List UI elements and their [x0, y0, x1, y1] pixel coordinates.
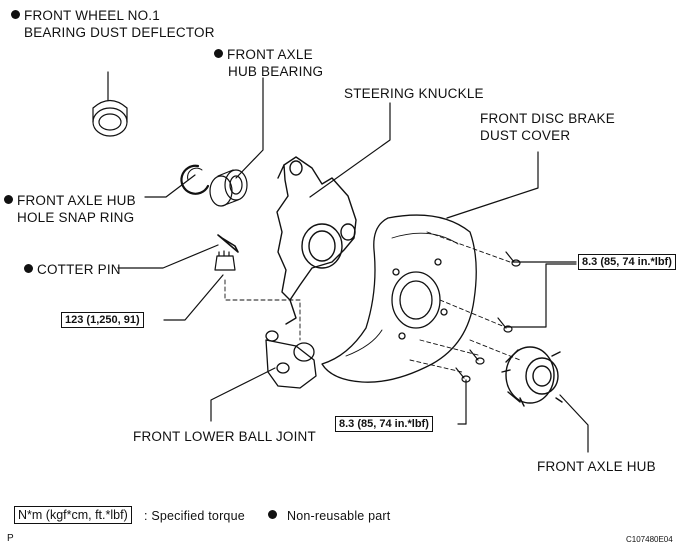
- dust-cover-label-line2: DUST COVER: [480, 128, 571, 143]
- hub-bearing-part: [209, 169, 248, 207]
- deflector-label: FRONT WHEEL NO.1: [11, 7, 160, 25]
- non-reusable-dot-icon: [214, 49, 223, 58]
- snap-ring-label-line1: FRONT AXLE HUB: [17, 193, 136, 208]
- page-mark: P: [7, 533, 14, 544]
- legend-non-reusable: Non-reusable part: [268, 507, 390, 525]
- bolts: [455, 251, 521, 383]
- deflector-label-line2: BEARING DUST DEFLECTOR: [24, 25, 215, 40]
- snap-ring-label-line2: HOLE SNAP RING: [17, 210, 135, 225]
- bearing-label: FRONT AXLE: [214, 46, 313, 64]
- dust-cover-label-line1: FRONT DISC BRAKE: [480, 111, 615, 126]
- non-reusable-dot-icon: [4, 195, 13, 204]
- non-reusable-dot-icon: [268, 510, 277, 519]
- axle-hub-label: FRONT AXLE HUB: [537, 459, 656, 474]
- non-reusable-dot-icon: [11, 10, 20, 19]
- ball-joint-label: FRONT LOWER BALL JOINT: [133, 429, 316, 444]
- ball-joint-part: [265, 330, 317, 389]
- alignment-lines: [224, 231, 521, 373]
- bearing-label-line2: HUB BEARING: [228, 64, 324, 79]
- dust-cover-part: [321, 214, 477, 383]
- torque-box-cover-lower: 8.3 (85, 74 in.*lbf): [335, 416, 433, 432]
- legend-torque-unit: N*m (kgf*cm, ft.*lbf): [14, 506, 132, 524]
- torque-box-nut: 123 (1,250, 91): [61, 312, 144, 328]
- deflector-label-line1: FRONT WHEEL NO.1: [24, 8, 160, 23]
- non-reusable-dot-icon: [24, 264, 33, 273]
- axle-hub-part: [501, 346, 563, 407]
- legend-torque-desc: : Specified torque: [144, 509, 245, 523]
- legend-non-reusable-text: Non-reusable part: [287, 509, 391, 523]
- knuckle-label: STEERING KNUCKLE: [344, 86, 484, 101]
- castle-nut-part: [214, 250, 236, 271]
- leader-lines: [107, 71, 589, 453]
- cotter-pin-part: [217, 234, 239, 253]
- steering-knuckle-part: [276, 156, 357, 325]
- torque-box-cover-upper: 8.3 (85, 74 in.*lbf): [578, 254, 676, 270]
- cotter-pin-label-text: COTTER PIN: [37, 262, 121, 277]
- dust-deflector-part: [92, 99, 128, 137]
- bearing-label-line1: FRONT AXLE: [227, 47, 313, 62]
- snap-ring-part: [180, 164, 210, 195]
- cotter-pin-label: COTTER PIN: [24, 261, 121, 279]
- figure-code: C107480E04: [626, 535, 673, 544]
- snap-ring-label: FRONT AXLE HUB: [4, 192, 136, 210]
